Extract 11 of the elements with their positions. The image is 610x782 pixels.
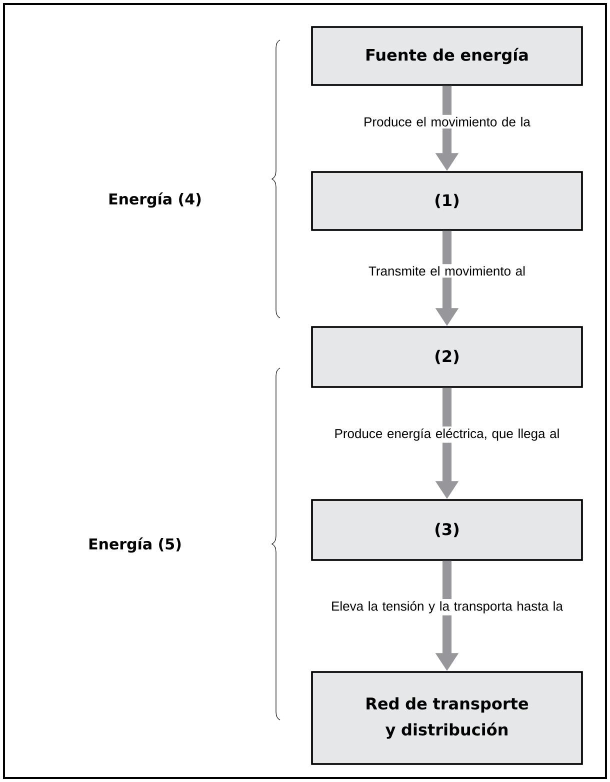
process-box: Fuente de energía — [311, 26, 583, 86]
edge-label: Eleva la tensión y la transporta hasta la — [332, 601, 563, 614]
process-box: (3) — [311, 499, 583, 561]
edge-label: Produce el movimiento de la — [364, 116, 530, 126]
process-box: (1) — [311, 171, 583, 231]
edge-label: Transmite el movimiento al — [368, 266, 525, 276]
group-label: Energía (4) — [109, 192, 201, 208]
process-box: (2) — [311, 326, 583, 388]
edge-label: Produce energía eléctrica, que llega al — [335, 428, 559, 441]
group-label: Energía (5) — [89, 537, 181, 553]
process-box: Red de transporte y distribución — [311, 671, 583, 765]
